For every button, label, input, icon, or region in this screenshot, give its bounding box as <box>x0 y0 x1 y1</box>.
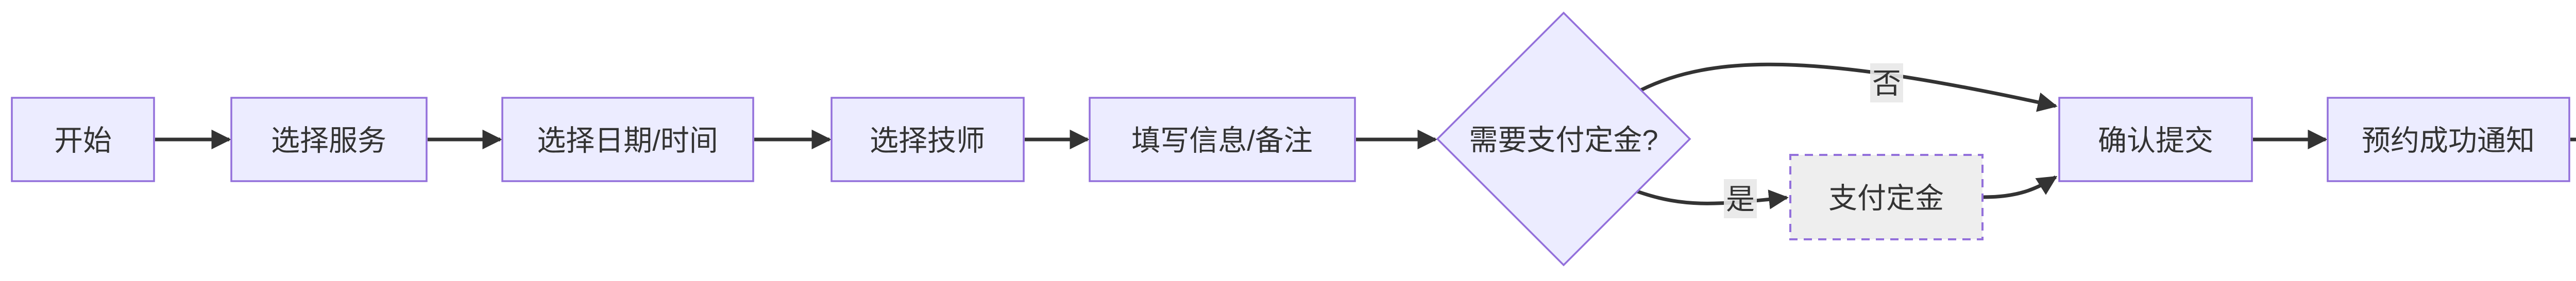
edge-label-no-text: 否 <box>1872 67 1901 100</box>
node-booking-success-label: 预约成功通知 <box>2362 125 2535 157</box>
node-pay-deposit: 支付定金 <box>1789 154 1984 240</box>
node-confirm-submit-shape <box>2058 97 2253 182</box>
edge-pay-deposit-to-confirm-submit <box>1983 175 2058 199</box>
edge-label-yes-text: 是 <box>1726 183 1755 216</box>
node-select-service: 选择服务 <box>230 97 428 182</box>
node-start-shape <box>11 97 155 182</box>
node-confirm-submit-label: 确认提交 <box>2098 125 2213 157</box>
node-pay-deposit-label: 支付定金 <box>1828 182 1944 215</box>
edge-label-yes-bg <box>1724 179 1757 218</box>
node-select-technician-label: 选择技师 <box>870 125 985 157</box>
node-select-datetime: 选择日期/时间 <box>501 97 754 182</box>
edge-label-no-bg <box>1870 63 1903 102</box>
node-confirm-submit: 确认提交 <box>2058 97 2253 182</box>
node-pay-deposit-shape <box>1789 154 1984 240</box>
node-fill-info-label: 填写信息/备注 <box>1131 125 1313 157</box>
node-select-datetime-label: 选择日期/时间 <box>537 125 718 157</box>
node-select-technician: 选择技师 <box>831 97 1025 182</box>
node-need-deposit-label: 需要支付定金? <box>1469 124 1658 156</box>
node-start-label: 开始 <box>54 125 112 157</box>
node-booking-success-shape <box>2327 97 2570 182</box>
node-select-service-label: 选择服务 <box>271 125 386 157</box>
node-select-technician-shape <box>831 97 1025 182</box>
edge-need-deposit-no-to-confirm-submit <box>1640 62 2058 112</box>
node-need-deposit-shape <box>1436 11 1691 267</box>
node-select-datetime-shape <box>501 97 754 182</box>
node-need-deposit: 需要支付定金? <box>1436 11 1691 267</box>
edge-label-no: 否 <box>1870 63 1903 102</box>
node-select-service-shape <box>230 97 428 182</box>
node-fill-info: 填写信息/备注 <box>1089 97 1356 182</box>
edge-need-deposit-yes-to-pay-deposit <box>1636 189 1789 209</box>
edge-label-yes: 是 <box>1724 179 1757 218</box>
node-fill-info-shape <box>1089 97 1356 182</box>
node-booking-success: 预约成功通知 <box>2327 97 2570 182</box>
node-start: 开始 <box>11 97 155 182</box>
